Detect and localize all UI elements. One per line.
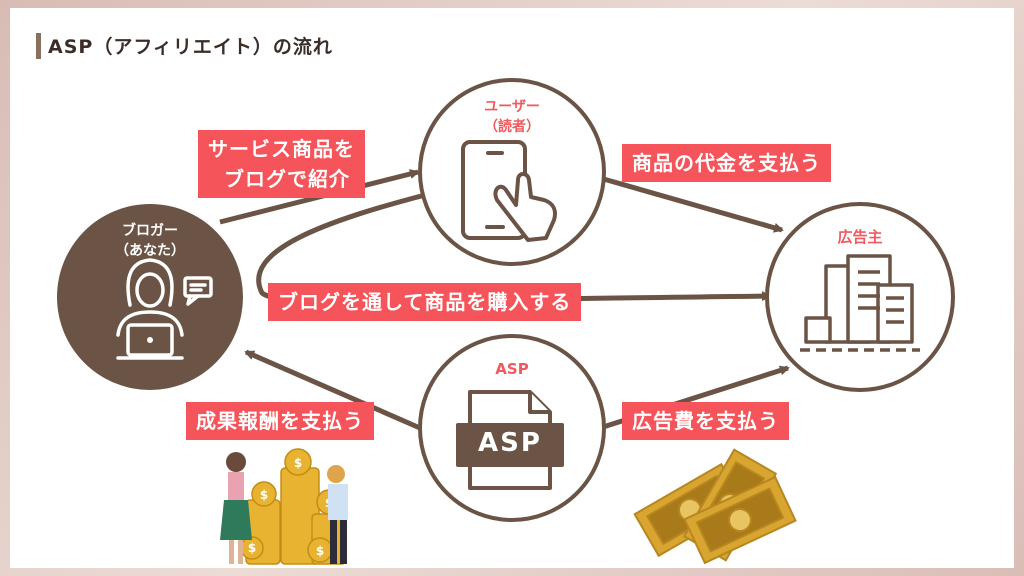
user-label-line2: （読者） xyxy=(484,119,540,135)
user-node xyxy=(418,78,606,266)
page-title: ASP（アフィリエイト）の流れ xyxy=(48,36,333,58)
building-icon xyxy=(800,254,920,352)
advertiser-node xyxy=(765,202,955,392)
blogger-label: ブロガー （あなた） xyxy=(110,220,190,260)
tag-introduce-line2: ブログで紹介 xyxy=(224,167,350,191)
asp-document-icon xyxy=(456,390,564,490)
asp-document-text: ASP xyxy=(478,428,542,458)
svg-text:$: $ xyxy=(294,456,302,470)
blogger-label-line2: （あなた） xyxy=(115,243,185,259)
tag-pay-reward: 成果報酬を支払う xyxy=(186,402,374,440)
svg-text:$: $ xyxy=(260,488,268,502)
money-bills-illustration xyxy=(633,448,797,565)
blogger-label-line1: ブロガー xyxy=(122,223,178,239)
tag-pay-ad-fee: 広告費を支払う xyxy=(622,402,789,440)
asp-label: ASP xyxy=(495,360,529,378)
asp-node xyxy=(418,334,606,522)
user-label-line1: ユーザー xyxy=(484,99,540,115)
tag-purchase: ブログを通して商品を購入する xyxy=(268,283,582,321)
user-label: ユーザー （読者） xyxy=(482,96,542,136)
svg-text:$: $ xyxy=(316,544,324,558)
man-figure xyxy=(327,465,348,564)
tag-introduce-line1: サービス商品を xyxy=(208,137,355,161)
tag-introduce: サービス商品を ブログで紹介 xyxy=(198,130,365,198)
title-accent-bar xyxy=(36,33,41,59)
arrow-user-to-advertiser xyxy=(599,175,784,233)
blogger-node xyxy=(57,204,243,390)
blogger-laptop-icon xyxy=(116,258,213,360)
advertiser-label: 広告主 xyxy=(837,228,883,246)
arrow-asp-to-blogger xyxy=(244,349,422,431)
woman-figure xyxy=(220,452,252,564)
svg-text:$: $ xyxy=(248,541,256,555)
tag-pay-price: 商品の代金を支払う xyxy=(622,144,831,182)
smartphone-touch-icon xyxy=(461,140,557,242)
coins-people-illustration: $$$$$ xyxy=(220,448,348,565)
